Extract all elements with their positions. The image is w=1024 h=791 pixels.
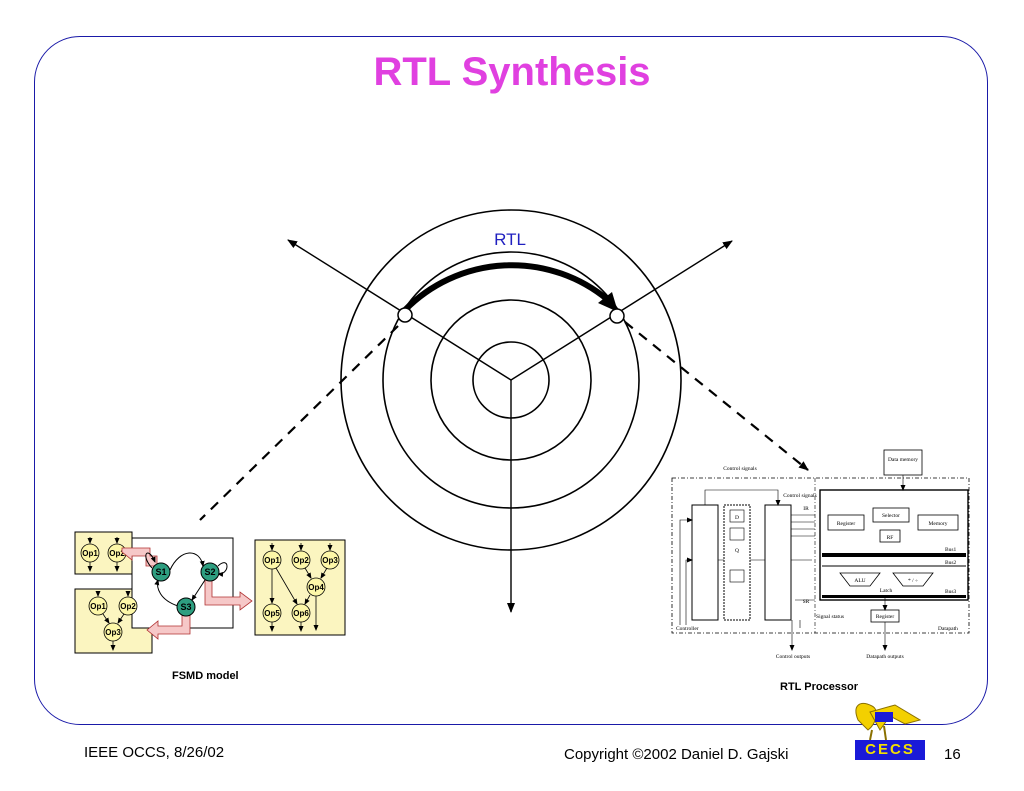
fsmd-states: S1 S2 S3 <box>145 552 228 617</box>
latch-label: Latch <box>880 588 893 594</box>
rf-block <box>879 529 901 543</box>
dashed-link-right <box>624 321 809 471</box>
op-node <box>291 550 311 570</box>
fsmd-op-edges <box>87 537 333 651</box>
op-label: Op2 <box>293 556 309 565</box>
fsmd-caption: FSMD model <box>172 670 239 682</box>
datapath-outputs-label: Datapath outputs <box>866 654 903 660</box>
alu-label: ALU <box>854 578 865 584</box>
state-transition <box>145 552 156 569</box>
output-logic-block <box>764 504 792 621</box>
op-node <box>88 596 108 616</box>
sr-label: SR <box>803 599 810 605</box>
op-node <box>118 596 138 616</box>
op-label: Op2 <box>120 602 136 611</box>
mult-label: * / ÷ <box>908 578 918 584</box>
op-label: Op5 <box>264 609 280 618</box>
selector-block <box>872 507 910 523</box>
state-label: S1 <box>155 567 166 577</box>
page-number: 16 <box>944 746 961 763</box>
memory-label: Memory <box>929 521 948 527</box>
bus1-label: Bus1 <box>945 547 957 553</box>
state-transition <box>191 579 206 601</box>
next-state-block <box>691 504 719 621</box>
control-outputs-label: Control outputs <box>776 654 810 660</box>
op-label: Op1 <box>82 549 98 558</box>
op-label: Op2 <box>109 549 125 558</box>
data-memory-block <box>883 449 923 476</box>
bus1 <box>822 553 966 557</box>
footer-venue-date: IEEE OCCS, 8/26/02 <box>84 744 225 761</box>
rtl-label: RTL <box>494 230 526 249</box>
processor-outline <box>671 477 970 634</box>
memory-block <box>917 514 959 531</box>
state-register-block <box>723 504 751 621</box>
bus3 <box>822 595 966 598</box>
register-label: Register <box>837 521 855 527</box>
op-label: Op3 <box>105 628 121 637</box>
state-label: S2 <box>204 567 215 577</box>
bus3-label: Bus3 <box>945 589 957 595</box>
footer-copyright: Copyright ©2002 Daniel D. Gajski <box>564 746 789 763</box>
rtl-arc <box>402 262 610 313</box>
rtl-processor-caption: RTL Processor <box>780 681 859 693</box>
fsmd-state-op-arrows <box>121 547 253 640</box>
fsmd-op-nodes: Op1 Op2 Op1 Op2 Op3 Op1 Op2 Op3 Op4 Op5 … <box>80 543 340 642</box>
controller-label: Controller <box>676 626 699 632</box>
fsmd-model: Op1 Op2 Op1 Op2 Op3 Op1 Op2 Op3 Op4 Op5 … <box>74 531 346 654</box>
state-s3 <box>176 597 196 617</box>
bus2-label: Bus2 <box>945 560 957 566</box>
rf-label: RF <box>887 535 894 541</box>
slide-frame <box>34 36 988 725</box>
rtl-processor: Control signals Control signals IR D Q S… <box>671 449 970 660</box>
mult-shape <box>892 572 934 587</box>
rtl-arc-head <box>598 292 618 312</box>
control-signals-side-label: Control signals <box>783 493 816 499</box>
register-block <box>827 514 865 531</box>
state-transition <box>217 562 228 577</box>
q-label: Q <box>735 548 739 554</box>
alu-shape <box>839 572 881 587</box>
cecs-logo-figure <box>855 703 922 741</box>
data-memory-label: Data memory <box>888 457 918 463</box>
datapath-box <box>819 489 969 601</box>
d-label: D <box>735 515 739 521</box>
y-chart: RTL <box>199 209 809 613</box>
slide-title: RTL Synthesis <box>373 50 651 94</box>
op-node <box>320 550 340 570</box>
ir-label: IR <box>803 506 809 512</box>
op-label: Op6 <box>293 609 309 618</box>
register-out-label: Register <box>876 614 894 620</box>
structure-node <box>609 308 625 324</box>
state-s1 <box>151 562 171 582</box>
behavior-node <box>397 307 413 323</box>
datapath-label: Datapath <box>938 626 958 632</box>
state-label: S3 <box>180 602 191 612</box>
selector-label: Selector <box>882 513 900 519</box>
state-transition <box>154 579 179 607</box>
state-s2 <box>200 562 220 582</box>
op-label: Op4 <box>308 583 324 592</box>
state-transition <box>169 552 205 571</box>
op-label: Op1 <box>90 602 106 611</box>
op-label: Op1 <box>264 556 280 565</box>
op-label: Op3 <box>322 556 338 565</box>
control-signals-top-label: Control signals <box>723 466 756 472</box>
dashed-link-left <box>199 325 399 521</box>
signal-status-label: Signal status <box>816 614 844 620</box>
cecs-logo: CECS <box>855 740 925 760</box>
